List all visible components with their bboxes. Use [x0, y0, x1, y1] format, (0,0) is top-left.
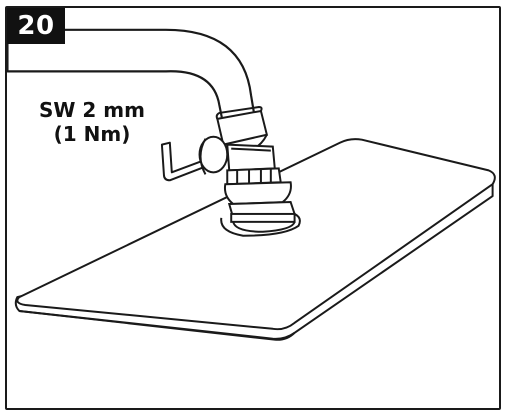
step-number-badge: 20	[7, 8, 65, 44]
arm-collar-icon	[215, 106, 269, 154]
rain-shower-head-icon	[14, 138, 496, 341]
ball-joint-icon	[198, 135, 276, 175]
assembly-illustration	[7, 28, 496, 341]
illustration-frame: 20 SW 2 mm (1 Nm)	[5, 6, 501, 410]
tool-size-label: SW 2 mm	[39, 98, 145, 122]
step-number: 20	[17, 11, 55, 41]
torque-label: (1 Nm)	[53, 122, 131, 146]
tool-spec-callout: SW 2 mm (1 Nm)	[37, 98, 147, 146]
connector-body-icon	[220, 167, 301, 237]
